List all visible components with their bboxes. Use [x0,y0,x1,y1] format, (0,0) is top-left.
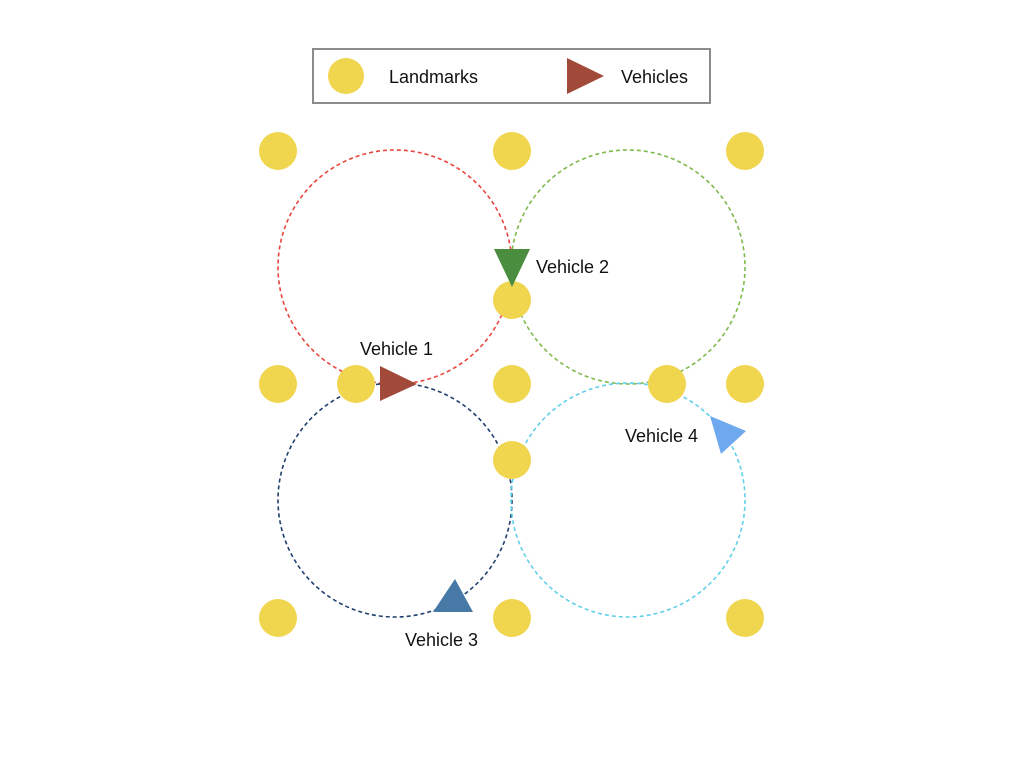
vehicle-4-path [510,382,746,618]
landmark [493,441,531,479]
landmark [726,599,764,637]
landmark [337,365,375,403]
landmark [726,132,764,170]
landmark [726,365,764,403]
vehicle-3-path [277,382,513,618]
landmark [493,599,531,637]
landmark [259,132,297,170]
landmark [493,365,531,403]
landmark [259,599,297,637]
landmark [259,365,297,403]
legend: Landmarks Vehicles [312,48,711,104]
vehicle-1-label: Vehicle 1 [360,339,433,359]
vehicle-2-label: Vehicle 2 [536,257,609,277]
vehicles [380,249,746,612]
legend-vehicles-label: Vehicles [621,67,688,87]
vehicle-2-marker [494,249,530,287]
vehicle-3-marker [433,579,473,612]
vehicle-3-label: Vehicle 3 [405,630,478,650]
vehicle-1-marker [380,366,417,401]
legend-vehicle-icon [567,58,604,94]
vehicle-labels: Vehicle 1 Vehicle 2 Vehicle 3 Vehicle 4 [360,257,698,650]
landmark [493,281,531,319]
landmark [493,132,531,170]
landmarks [259,132,764,637]
legend-box [312,48,711,104]
vehicle-4-label: Vehicle 4 [625,426,698,446]
legend-landmarks-label: Landmarks [389,67,478,87]
landmark [648,365,686,403]
vehicle-4-marker [710,416,746,454]
legend-landmark-icon [328,58,364,94]
